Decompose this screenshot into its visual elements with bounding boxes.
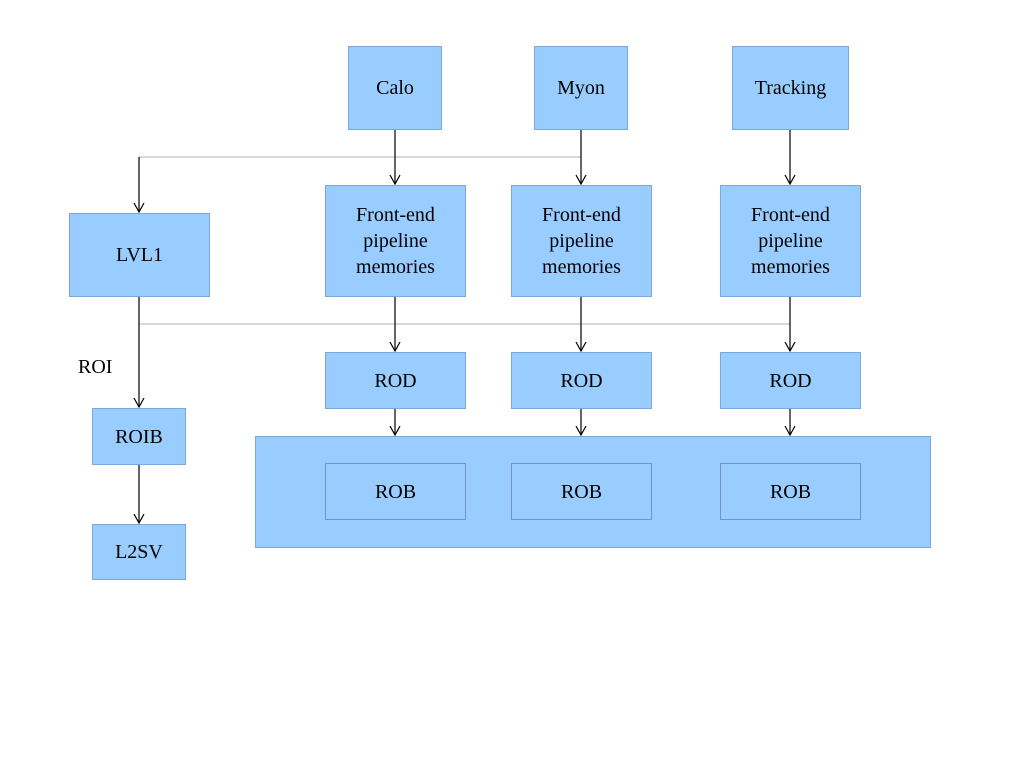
tracking-detector-box: Tracking xyxy=(732,46,849,130)
calo-detector-box: Calo xyxy=(348,46,442,130)
calo-frontend-box: Front-end pipeline memories xyxy=(325,185,466,297)
roib-box: ROIB xyxy=(92,408,186,465)
roi-label: ROI xyxy=(78,356,113,378)
myon-detector-box: Myon xyxy=(534,46,628,130)
tracking-rob-box: ROB xyxy=(720,463,861,520)
tracking-rod-box: ROD xyxy=(720,352,861,409)
l2sv-box: L2SV xyxy=(92,524,186,580)
myon-rob-box: ROB xyxy=(511,463,652,520)
calo-rob-box: ROB xyxy=(325,463,466,520)
myon-rod-box: ROD xyxy=(511,352,652,409)
tracking-frontend-box: Front-end pipeline memories xyxy=(720,185,861,297)
myon-frontend-box: Front-end pipeline memories xyxy=(511,185,652,297)
calo-rod-box: ROD xyxy=(325,352,466,409)
lvl1-box: LVL1 xyxy=(69,213,210,297)
